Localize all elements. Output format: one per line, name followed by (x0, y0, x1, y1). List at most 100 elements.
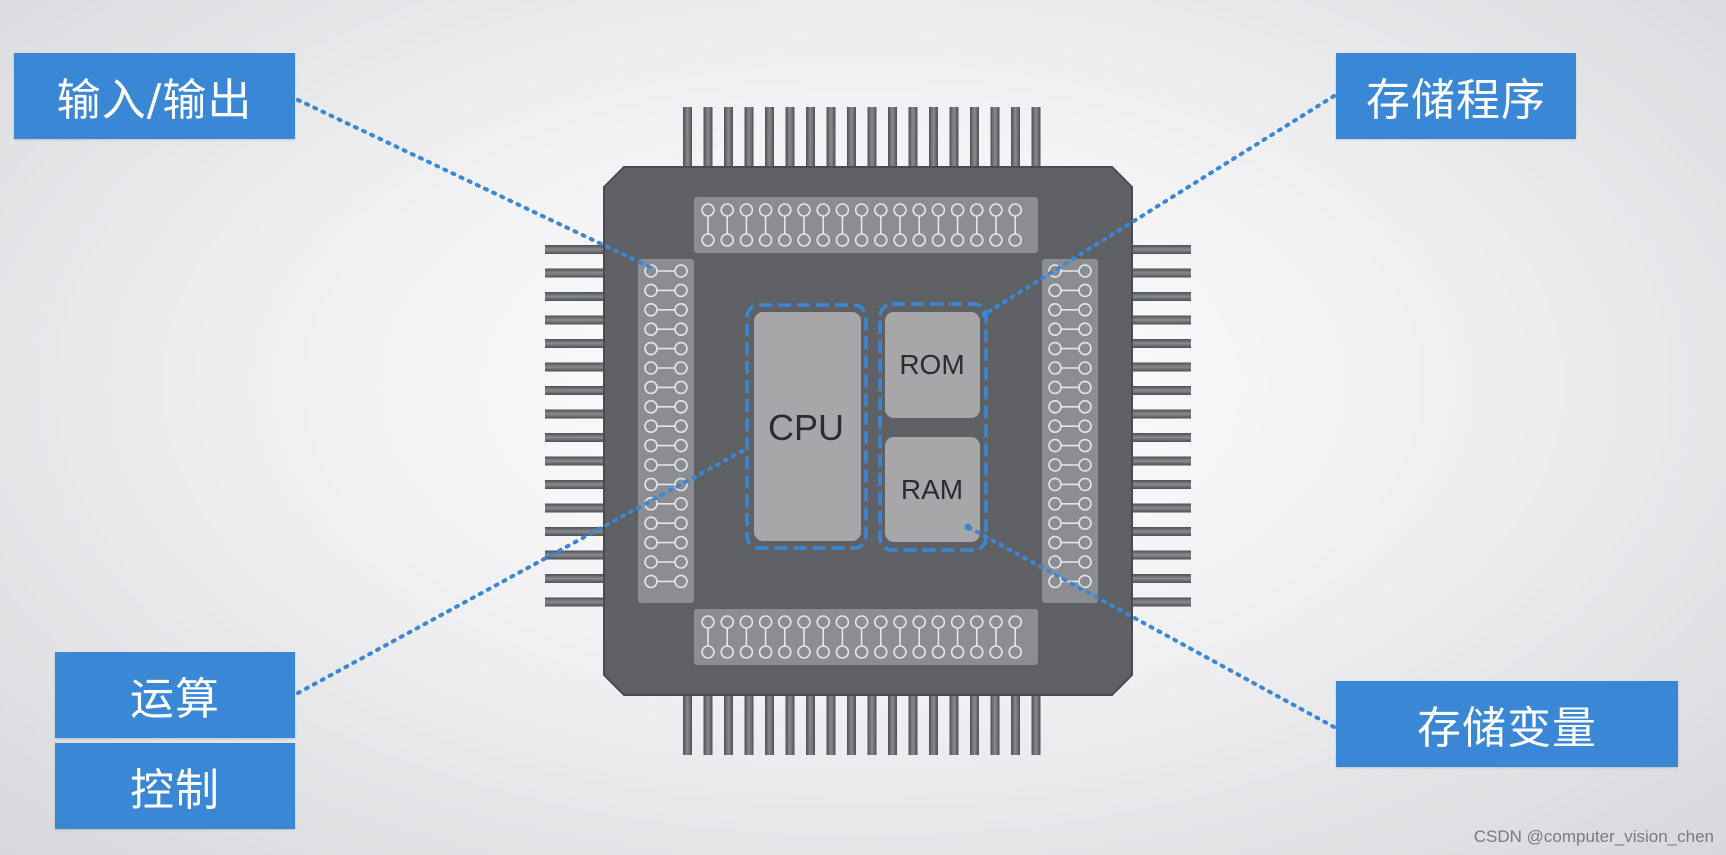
solder-pad (931, 615, 946, 629)
solder-pad (701, 203, 715, 217)
solder-pad (969, 615, 984, 629)
solder-pad (674, 496, 688, 511)
chip-pin (744, 107, 754, 169)
solder-pad (854, 203, 869, 217)
solder-pad (644, 555, 658, 569)
solder-pad (1048, 516, 1062, 531)
chip-pin (1129, 315, 1191, 325)
solder-pad (835, 645, 850, 659)
chip-pin (908, 107, 918, 169)
chip-pin (545, 433, 607, 442)
solder-pad (816, 203, 831, 217)
chip-pin (1129, 386, 1191, 395)
solder-pad (854, 615, 869, 629)
solder-pad (674, 535, 688, 550)
solder-pad (1048, 380, 1062, 395)
solder-pad (797, 615, 811, 629)
solder-pad (701, 645, 715, 659)
solder-pad (1048, 399, 1062, 414)
chip-pins-left (545, 245, 607, 607)
chip-pin (545, 574, 607, 583)
rom-label: ROM (899, 349, 964, 380)
cpu-block (754, 312, 861, 541)
solder-pad (674, 516, 688, 531)
solder-pad (1008, 203, 1023, 217)
ram-label: RAM (901, 474, 963, 505)
solder-pad (674, 380, 688, 395)
solder-pad (854, 233, 869, 247)
solder-pad (758, 203, 773, 217)
chip-pin (545, 339, 607, 348)
store-program-label: 存储程序 (1366, 75, 1546, 126)
solder-pad (644, 574, 658, 589)
chip-pin (545, 503, 607, 513)
chip-pin (929, 107, 938, 169)
solder-pad (1008, 233, 1023, 247)
chip-pin (1129, 433, 1191, 442)
chip-pin (1129, 597, 1191, 607)
chip-pin (785, 107, 795, 169)
solder-pad (893, 233, 907, 247)
chip-pin (867, 107, 877, 169)
solder-pad (989, 645, 1003, 659)
chip-pin (1129, 574, 1191, 583)
solder-pad (1048, 419, 1062, 434)
compute-label-box: 运算 (55, 652, 295, 738)
chip-pin (1031, 107, 1041, 169)
solder-pad (1048, 477, 1062, 492)
solder-pad (758, 615, 773, 629)
solder-pad (1048, 341, 1062, 356)
chip-pins-right (1129, 245, 1191, 607)
solder-pad (1048, 302, 1062, 317)
connector-store-variable (966, 525, 1336, 729)
solder-pad (1078, 458, 1092, 472)
solder-pad (1078, 399, 1092, 414)
chip-pin (867, 693, 877, 755)
chip-pin (545, 315, 607, 325)
cpu-label: CPU (768, 407, 844, 448)
chip-pin (765, 693, 774, 755)
solder-pad (644, 535, 658, 550)
solder-pad (1078, 380, 1092, 395)
chip-pin (1129, 339, 1191, 348)
solder-pad (873, 203, 888, 217)
chip-pin (1129, 550, 1191, 560)
solder-pad (873, 645, 888, 659)
solder-pad (720, 615, 735, 629)
solder-pad (893, 645, 907, 659)
solder-pad (644, 302, 658, 317)
connector-dot-store-program (981, 310, 989, 318)
solder-pad (701, 615, 715, 629)
chip-pin (888, 107, 897, 169)
solder-pad (1008, 645, 1023, 659)
chip-pin (806, 107, 815, 169)
chip-pin (970, 107, 979, 169)
solder-pad (1078, 341, 1092, 356)
solder-pad (969, 233, 984, 247)
solder-pad (777, 203, 792, 217)
io-label-box: 输入/输出 (14, 53, 295, 139)
solder-pad (1048, 361, 1062, 375)
chip-pin (765, 107, 774, 169)
chip-pin (806, 693, 815, 755)
solder-pad (644, 516, 658, 531)
solder-pad (720, 233, 735, 247)
chip-pin (545, 550, 607, 560)
solder-pad (912, 645, 927, 659)
solder-pad (873, 233, 888, 247)
solder-pad (989, 203, 1003, 217)
chip-pin (929, 693, 938, 755)
solder-pad (674, 322, 688, 337)
chip-pin (1031, 693, 1041, 755)
chip-pin (888, 693, 897, 755)
solder-pad (674, 302, 688, 317)
solder-pad (893, 203, 907, 217)
solder-pad (674, 555, 688, 569)
solder-pad (989, 615, 1003, 629)
solder-pad (1048, 496, 1062, 511)
solder-pad (1048, 264, 1062, 278)
solder-pad (969, 645, 984, 659)
solder-pad (644, 419, 658, 434)
chip-body (603, 166, 1133, 696)
solder-pad (644, 380, 658, 395)
